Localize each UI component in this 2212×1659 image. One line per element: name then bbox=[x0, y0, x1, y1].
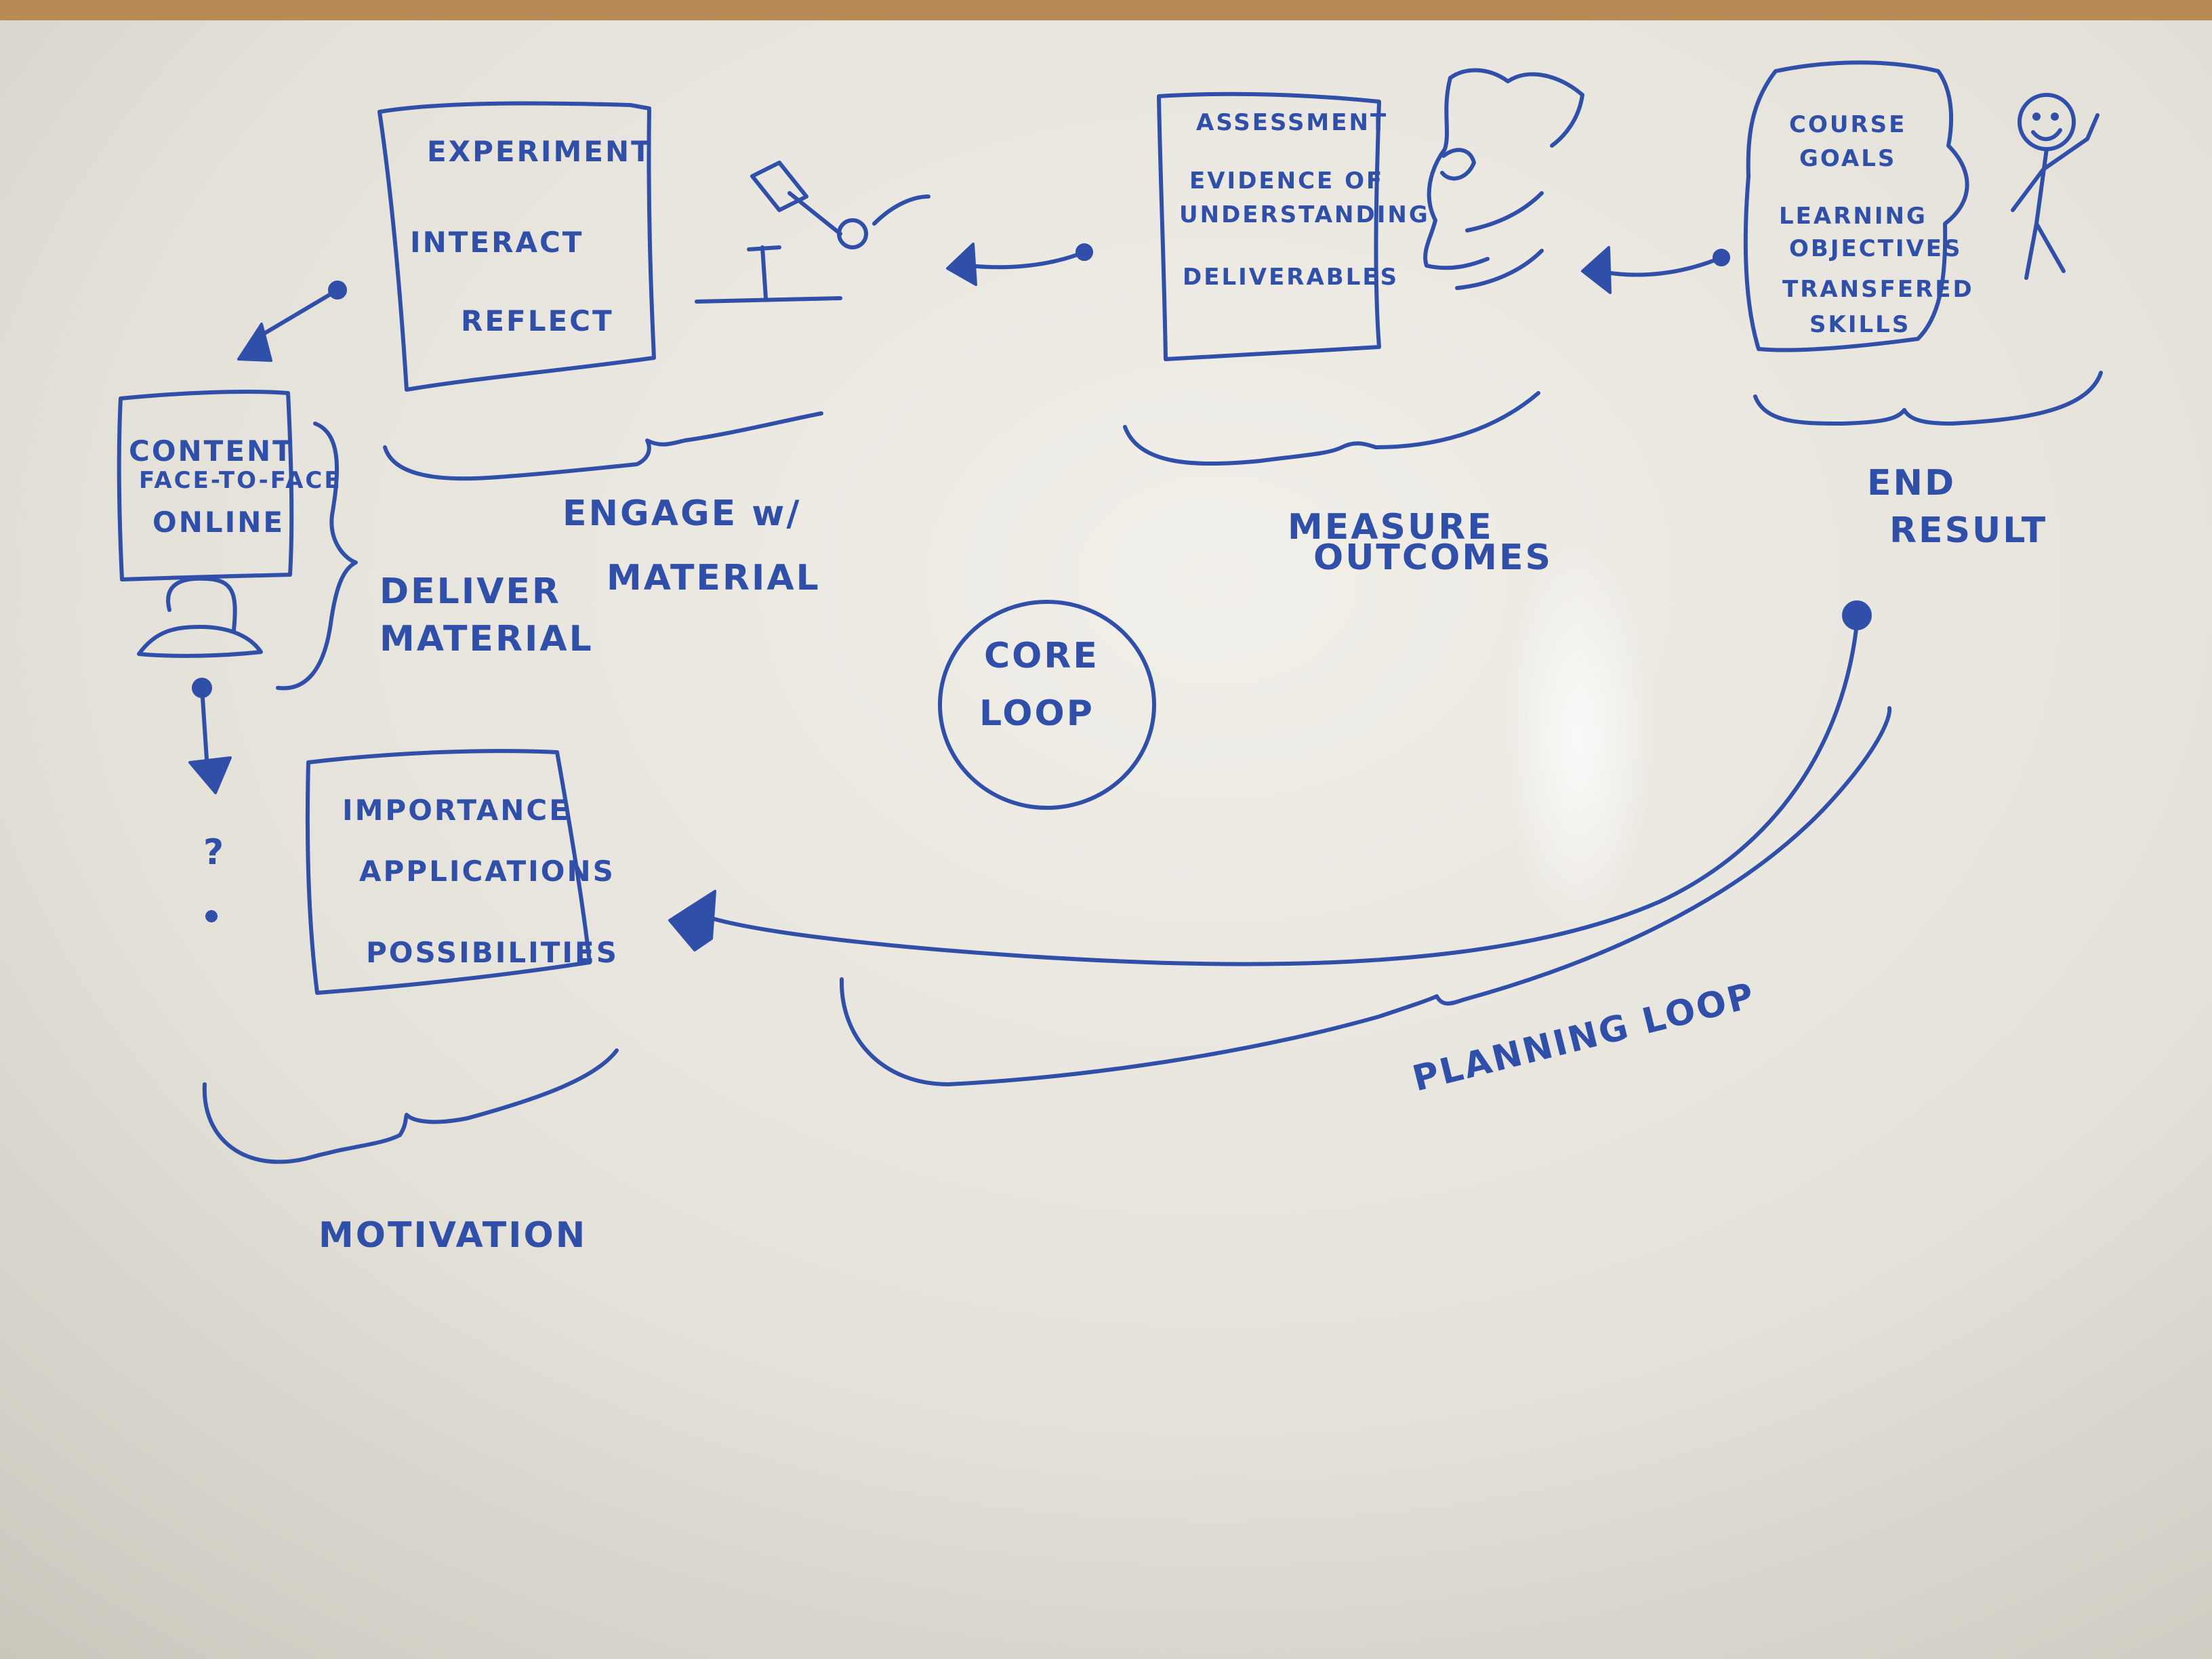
brace-motivation bbox=[202, 1048, 619, 1164]
motivation-box-line-2: APPLICATIONS bbox=[359, 855, 615, 888]
engage-box-line-3: REFLECT bbox=[461, 304, 614, 337]
arrow-planning-loop bbox=[668, 600, 1872, 966]
label-engage-line-2: MATERIAL bbox=[607, 558, 821, 598]
question-mark: ? bbox=[203, 832, 226, 873]
measure-box-line-4: DELIVERABLES bbox=[1183, 264, 1399, 291]
label-engage-line-1: ENGAGE w/ bbox=[562, 493, 801, 534]
hat-icon bbox=[137, 576, 263, 658]
core-loop: CORE LOOP bbox=[938, 600, 1156, 810]
result-box-line-6: SKILLS bbox=[1809, 311, 1910, 338]
brace-engage bbox=[383, 411, 823, 481]
label-result-line-1: END bbox=[1867, 463, 1956, 504]
content-box-line-1: CONTENT bbox=[129, 434, 294, 468]
arrow-result-to-measure bbox=[1581, 246, 1730, 294]
label-deliver-line-1: DELIVER bbox=[380, 571, 561, 612]
result-box-line-3: LEARNING bbox=[1779, 203, 1927, 230]
result-box-line-4: OBJECTIVES bbox=[1789, 235, 1963, 262]
content-box-line-3: ONLINE bbox=[152, 506, 285, 539]
result-box-line-5: TRANSFERED bbox=[1782, 276, 1974, 303]
arrow-content-to-question bbox=[188, 678, 232, 794]
motivation-box-line-1: IMPORTANCE bbox=[342, 794, 571, 827]
core-loop-line-2: LOOP bbox=[979, 693, 1094, 734]
engage-box-line-1: EXPERIMENT bbox=[427, 135, 653, 168]
brace-result bbox=[1753, 371, 2103, 426]
brace-planning bbox=[839, 706, 1892, 1086]
measure-box: ASSESSMENT EVIDENCE OF UNDERSTANDING DEL… bbox=[1157, 91, 1430, 361]
label-motivation: MOTIVATION bbox=[319, 1215, 587, 1256]
content-box: CONTENT FACE-TO-FACE ONLINE bbox=[117, 390, 342, 581]
board-frame-top bbox=[0, 0, 2212, 20]
engage-box: EXPERIMENT INTERACT REFLECT bbox=[377, 101, 656, 392]
label-deliver-line-2: MATERIAL bbox=[380, 619, 594, 659]
measure-box-line-3: UNDERSTANDING bbox=[1179, 201, 1430, 228]
arrow-measure-to-engage bbox=[946, 243, 1093, 286]
content-box-line-2: FACE-TO-FACE bbox=[139, 467, 342, 494]
measure-box-line-1: ASSESSMENT bbox=[1196, 109, 1388, 136]
brace-deliver bbox=[276, 422, 358, 691]
motivation-box: IMPORTANCE APPLICATIONS POSSIBILITIES bbox=[305, 749, 619, 995]
gavel-icon bbox=[695, 161, 930, 304]
label-measure-line-2: OUTCOMES bbox=[1313, 537, 1553, 578]
arrow-engage-to-content bbox=[237, 281, 347, 362]
label-measure-line-1: MEASURE bbox=[1288, 507, 1494, 548]
result-box-line-1: COURSE bbox=[1789, 111, 1906, 138]
result-box-line-2: GOALS bbox=[1799, 145, 1896, 172]
engage-box-line-2: INTERACT bbox=[410, 226, 583, 259]
light-glare bbox=[1504, 535, 1654, 942]
core-loop-line-1: CORE bbox=[984, 636, 1099, 676]
stick-figure-icon bbox=[2011, 93, 2100, 280]
brace-measure bbox=[1123, 391, 1540, 466]
label-result-line-2: RESULT bbox=[1889, 510, 2047, 551]
measure-box-line-2: EVIDENCE OF bbox=[1189, 167, 1384, 194]
result-box: COURSE GOALS LEARNING OBJECTIVES TRANSFE… bbox=[1743, 60, 1974, 352]
stray-dot bbox=[205, 910, 218, 922]
motivation-box-line-3: POSSIBILITIES bbox=[366, 936, 619, 969]
face-profile-icon bbox=[1423, 68, 1584, 290]
